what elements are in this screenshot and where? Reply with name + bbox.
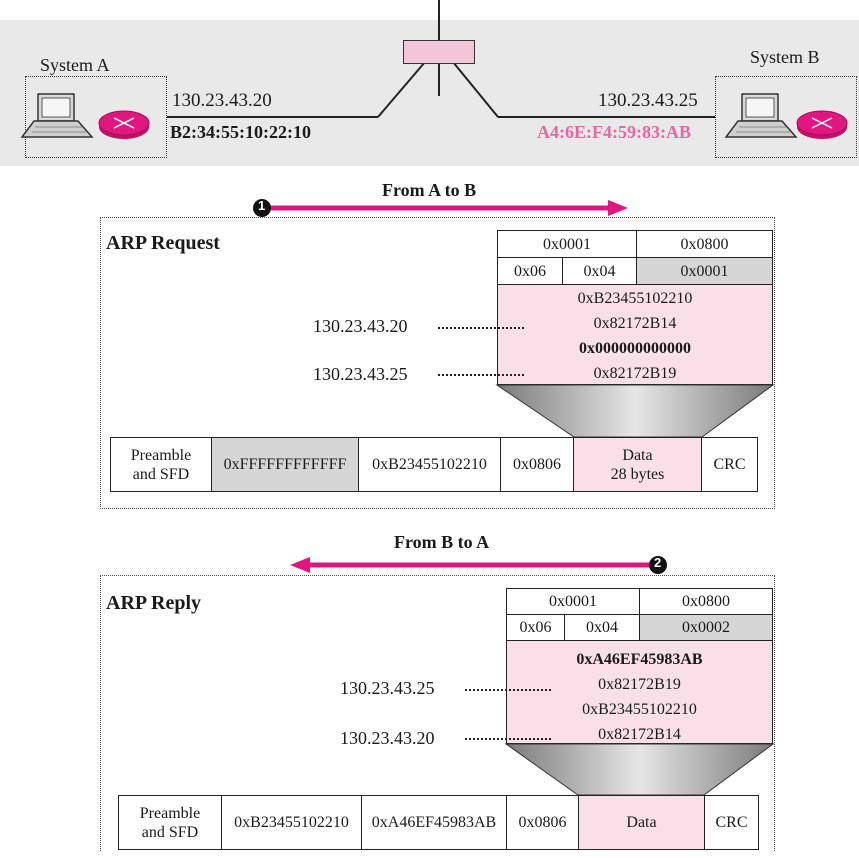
reply-sender-ip-label: 130.23.43.25: [340, 678, 435, 698]
system-a-label: System A: [40, 55, 110, 75]
request-ptype: 0x0800: [636, 230, 773, 258]
request-target-ip: 0x82172B19: [593, 365, 677, 382]
reply-preamble-line1: Preamble: [139, 804, 201, 822]
reply-ethertype: 0x0806: [506, 795, 579, 850]
system-b-label: System B: [750, 47, 820, 67]
reply-hlen: 0x06: [506, 614, 565, 641]
reply-preamble: Preamble and SFD: [118, 795, 222, 850]
request-data-line1: Data: [622, 446, 653, 464]
request-plen: 0x04: [562, 257, 637, 285]
reply-preamble-line2: and SFD: [141, 823, 199, 841]
system-b-mac: A4:6E:F4:59:83:AB: [537, 122, 691, 142]
reply-crc: CRC: [704, 795, 759, 850]
reply-sender-ip: 0x82172B19: [598, 676, 681, 693]
request-target-ip-leader: [438, 374, 524, 376]
reply-target-ip: 0x82172B14: [598, 726, 681, 743]
request-src-mac: 0xB23455102210: [358, 437, 501, 492]
system-a-ip: 130.23.43.20: [172, 90, 272, 111]
request-title: ARP Request: [106, 232, 220, 254]
reply-sender-ip-leader: [465, 689, 551, 691]
switch-icon: [403, 40, 475, 64]
request-sender-ip-label: 130.23.43.20: [313, 316, 408, 336]
request-address-block: [497, 284, 773, 385]
request-frame: [100, 217, 775, 509]
request-hlen: 0x06: [497, 257, 563, 285]
request-htype: 0x0001: [497, 230, 637, 258]
reply-sender-mac: 0xA46EF45983AB: [576, 651, 703, 668]
reply-target-ip-label: 130.23.43.20: [340, 728, 435, 748]
reply-src-mac: 0xA46EF45983AB: [361, 795, 507, 850]
request-ethertype: 0x0806: [500, 437, 574, 492]
system-b-ip: 130.23.43.25: [598, 90, 698, 111]
reply-data: Data: [578, 795, 705, 850]
reply-direction-label: From B to A: [394, 532, 490, 552]
system-a-mac: B2:34:55:10:22:10: [170, 122, 311, 142]
request-dest-mac: 0xFFFFFFFFFFFF: [211, 437, 359, 492]
request-step-number: 1: [258, 198, 266, 213]
reply-htype: 0x0001: [506, 588, 640, 615]
reply-target-mac: 0xB23455102210: [582, 701, 697, 718]
request-direction-label: From A to B: [382, 180, 477, 200]
reply-address-block: [506, 640, 773, 744]
request-preamble-line1: Preamble: [130, 446, 192, 464]
reply-frame: [100, 575, 775, 851]
request-sender-mac: 0xB23455102210: [577, 290, 693, 307]
reply-operation: 0x0002: [639, 614, 773, 641]
request-preamble-line2: and SFD: [132, 465, 190, 483]
reply-dest-mac: 0xB23455102210: [221, 795, 362, 850]
request-sender-ip: 0x82172B14: [593, 315, 677, 332]
request-crc: CRC: [701, 437, 758, 492]
reply-step-number: 2: [654, 555, 662, 570]
request-data-line2: 28 bytes: [610, 465, 665, 483]
reply-target-ip-leader: [465, 738, 551, 740]
request-sender-ip-leader: [438, 327, 524, 329]
request-target-mac: 0x000000000000: [579, 340, 691, 357]
reply-title: ARP Reply: [106, 592, 201, 614]
request-target-ip-label: 130.23.43.25: [313, 364, 408, 384]
request-data: Data 28 bytes: [573, 437, 702, 492]
request-operation: 0x0001: [636, 257, 773, 285]
